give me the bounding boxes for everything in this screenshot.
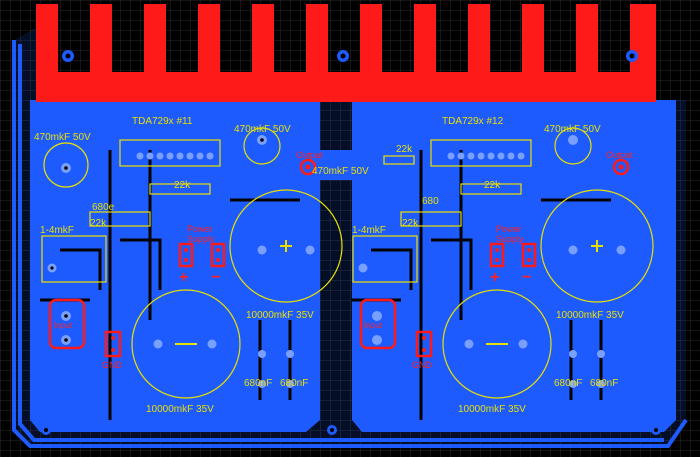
power-supply-right-line2: Supply [496, 234, 524, 244]
board-outline [12, 40, 688, 448]
plus-sign-right: + [490, 269, 499, 286]
middle-resistor-label: 22k [396, 144, 413, 155]
resistor-680-right: 680 [422, 196, 439, 207]
right-channel-graphics [351, 127, 654, 420]
cap-10000-bottom-left: 10000mkF 35V [146, 404, 214, 415]
gnd-label-right: GND [412, 360, 433, 370]
resistor-22k-left: 22k [90, 218, 107, 229]
cap-label-470-left-a: 470mkF 50V [34, 132, 91, 143]
power-supply-left-line2: Supply [187, 234, 215, 244]
cap-680nF-left-a: 680nF [244, 378, 272, 389]
power-supply-left-line1: Power [187, 224, 213, 234]
cap-1-4-left: 1-4mkF [40, 225, 74, 236]
resistor-680-left: 680e [92, 202, 115, 213]
shared-labels: 470mkF 50V 22k [312, 144, 413, 177]
minus-sign-right: − [522, 269, 531, 286]
plus-sign-left: + [179, 269, 188, 286]
minus-sign-left: − [211, 269, 220, 286]
input-label-right: Input [364, 321, 383, 330]
resistor-22k-right: 22k [402, 218, 419, 229]
cap-10000-right-right: 10000mkF 35V [556, 310, 624, 321]
gnd-label-left: GND [102, 360, 123, 370]
ic-label-left: TDA729x #11 [132, 116, 193, 127]
output-label-left: Output [296, 150, 324, 160]
input-label-left: Input [54, 321, 73, 330]
power-supply-right-line1: Power [496, 224, 522, 234]
cap-label-470-left-b: 470mkF 50V [234, 124, 291, 135]
heatsink-top-copper [36, 4, 656, 102]
ic-label-right: TDA729x #12 [442, 116, 504, 127]
output-label-right: Output [606, 150, 634, 160]
left-channel-labels: TDA729x #11 470mkF 50V 470mkF 50V Output… [34, 116, 324, 415]
resistor-22k-top-left: 22k [174, 180, 191, 191]
cap-680nF-right-a: 680nF [554, 378, 582, 389]
cap-10000-right-left: 10000mkF 35V [246, 310, 314, 321]
mounting-holes [41, 50, 661, 435]
cap-label-470-right: 470mkF 50V [544, 124, 601, 135]
resistor-22k-top-right: 22k [484, 180, 501, 191]
middle-cap-label: 470mkF 50V [312, 166, 369, 177]
cap-680nF-left-b: 680nF [280, 378, 308, 389]
left-channel-graphics [40, 127, 343, 420]
cap-1-4-right: 1-4mkF [352, 225, 386, 236]
right-channel-labels: TDA729x #12 470mkF 50V Output 22k 680 22… [352, 116, 634, 415]
cap-680nF-right-b: 680nF [590, 378, 618, 389]
board-copper-pour [14, 28, 686, 446]
cap-10000-bottom-right: 10000mkF 35V [458, 404, 526, 415]
middle-components [383, 155, 415, 165]
